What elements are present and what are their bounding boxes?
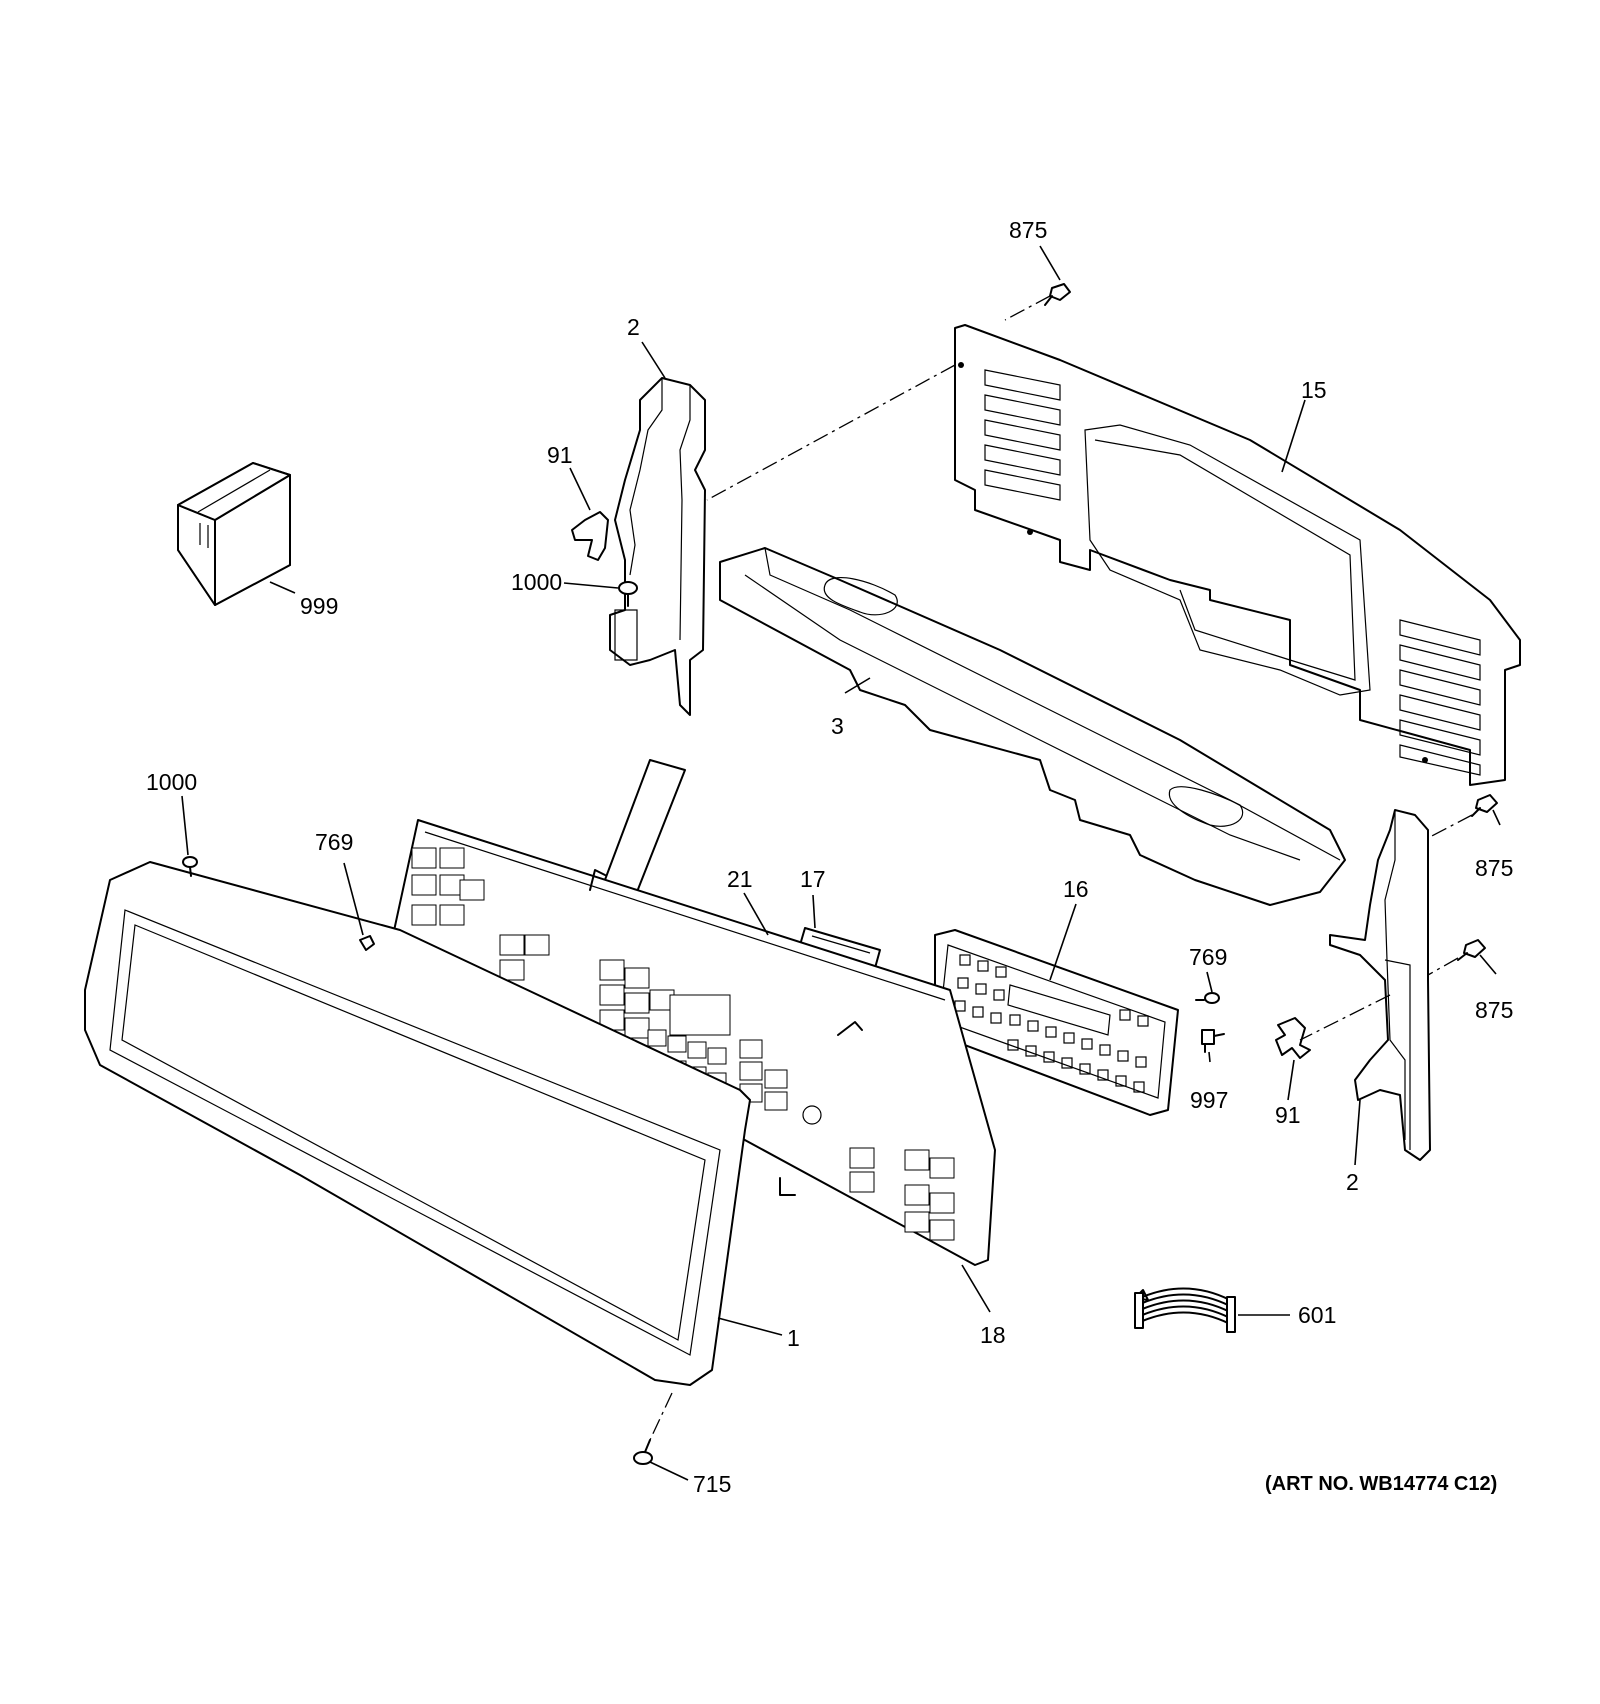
art-number-label: (ART NO. WB14774 C12) — [1265, 1473, 1497, 1495]
part-91-right-clip — [1275, 1017, 1311, 1059]
part-999-box — [177, 462, 291, 606]
callout-91-left: 91 — [547, 442, 573, 468]
callout-1000-lower: 1000 — [146, 769, 197, 795]
callout-769-right: 769 — [1189, 944, 1227, 970]
callout-16: 16 — [1063, 876, 1089, 902]
part-769-right-clip — [1195, 992, 1220, 1004]
part-3-vent-trim — [719, 547, 1346, 906]
callout-18: 18 — [980, 1322, 1006, 1348]
part-15-back-panel — [954, 324, 1521, 786]
callout-875-right-lower: 875 — [1475, 997, 1513, 1023]
callout-999: 999 — [300, 593, 338, 619]
callout-601: 601 — [1298, 1302, 1336, 1328]
part-1-frame — [84, 861, 751, 1386]
assembly-dash-lines — [649, 295, 1473, 1441]
callout-2-right: 2 — [1346, 1169, 1359, 1195]
callout-715: 715 — [693, 1471, 731, 1497]
part-875-right-upper-screw — [1471, 794, 1498, 817]
part-875-top-screw — [1044, 283, 1071, 306]
callout-21: 21 — [727, 866, 753, 892]
callout-3: 3 — [831, 713, 844, 739]
part-2-left-bracket — [609, 377, 706, 716]
callout-91-right: 91 — [1275, 1102, 1301, 1128]
callout-labels: 875 2 15 91 1000 999 3 1000 769 21 17 16… — [146, 217, 1513, 1497]
leader-lines — [181, 245, 1501, 1481]
callout-17: 17 — [800, 866, 826, 892]
part-91-left-clip — [571, 511, 609, 561]
part-769-left-clip — [359, 935, 375, 951]
part-997-switch — [1201, 1029, 1225, 1053]
callout-875-top: 875 — [1009, 217, 1047, 243]
part-1000-upper-screw — [618, 581, 638, 607]
callout-769-left: 769 — [315, 829, 353, 855]
callout-875-right-upper: 875 — [1475, 855, 1513, 881]
part-875-right-lower-screw — [1457, 939, 1486, 961]
callout-1000-upper: 1000 — [511, 569, 562, 595]
callout-2-left: 2 — [627, 314, 640, 340]
callout-997: 997 — [1190, 1087, 1228, 1113]
callout-15: 15 — [1301, 377, 1327, 403]
part-2-right-bracket — [1329, 809, 1431, 1161]
part-1000-lower-screw — [182, 856, 198, 877]
callout-1: 1 — [787, 1325, 800, 1351]
part-601-harness — [1134, 1287, 1236, 1333]
part-715-screw — [633, 1439, 653, 1465]
